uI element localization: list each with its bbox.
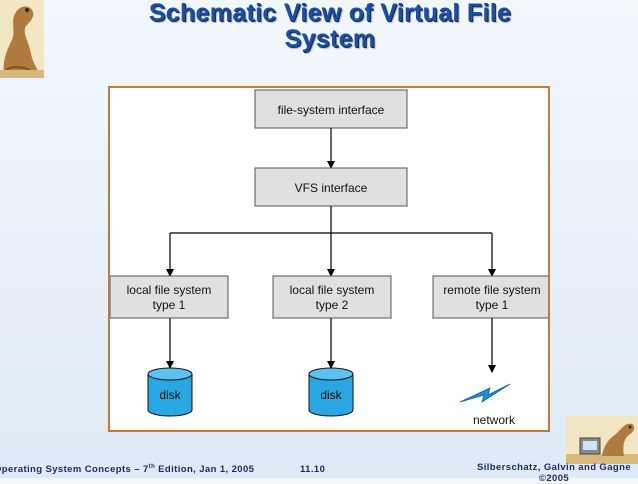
footer-authors: Silberschatz, Galvin and Gagne ©2005: [474, 462, 634, 484]
local-fs-type2-label-line1: local file system: [290, 283, 375, 297]
footer-page-number: 11.10: [300, 464, 326, 475]
local-fs-type1-box: local file system type 1: [109, 275, 229, 319]
footer-copyright: ©2005: [538, 473, 570, 484]
local-fs-type2-box: local file system type 2: [272, 275, 392, 319]
vfs-interface-box: VFS interface: [254, 167, 408, 207]
dinosaur-mascot-icon: [0, 0, 44, 78]
slide-title-line-1: Schematic View of Virtual File: [148, 0, 512, 27]
network-label: network: [473, 413, 516, 427]
disk2-label: disk: [320, 388, 342, 402]
footer-title-edition: Edition, Jan 1, 2005: [155, 464, 255, 476]
vfs-branch-connectors: [166, 206, 496, 277]
local-fs-type1-label-line1: local file system: [127, 283, 212, 297]
file-system-interface-label: file-system interface: [278, 103, 385, 117]
vfs-diagram: file-system interface VFS interface loca…: [109, 89, 552, 427]
file-system-interface-box: file-system interface: [254, 89, 408, 129]
diagram-frame: file-system interface VFS interface loca…: [108, 86, 552, 432]
disk1-cylinder-icon: disk: [147, 367, 193, 417]
footer-book-title: Operating System Concepts – 7th Edition,…: [0, 464, 254, 475]
vfs-interface-label: VFS interface: [295, 181, 368, 195]
local-fs-type2-label-line2: type 2: [316, 298, 349, 312]
local-fs-type1-label-line2: type 1: [153, 298, 186, 312]
network-lightning-icon: network: [459, 383, 516, 427]
slide-title: Schematic View of Virtual File System: [90, 0, 570, 52]
footer-authors-line1: Silberschatz, Galvin and Gagne: [476, 462, 631, 473]
remote-fs-type1-box: remote file system type 1: [432, 275, 552, 319]
disk1-label: disk: [159, 388, 181, 402]
footer-title-sup: th: [148, 464, 156, 470]
remote-fs-type1-label-line2: type 1: [476, 298, 509, 312]
disk2-cylinder-icon: disk: [308, 367, 354, 417]
slide-title-line-2: System: [284, 25, 376, 53]
footer-title-text: Operating System Concepts – 7: [0, 464, 149, 476]
dinosaur-with-computer-icon: [566, 416, 638, 464]
remote-fs-type1-label-line1: remote file system: [443, 283, 540, 297]
